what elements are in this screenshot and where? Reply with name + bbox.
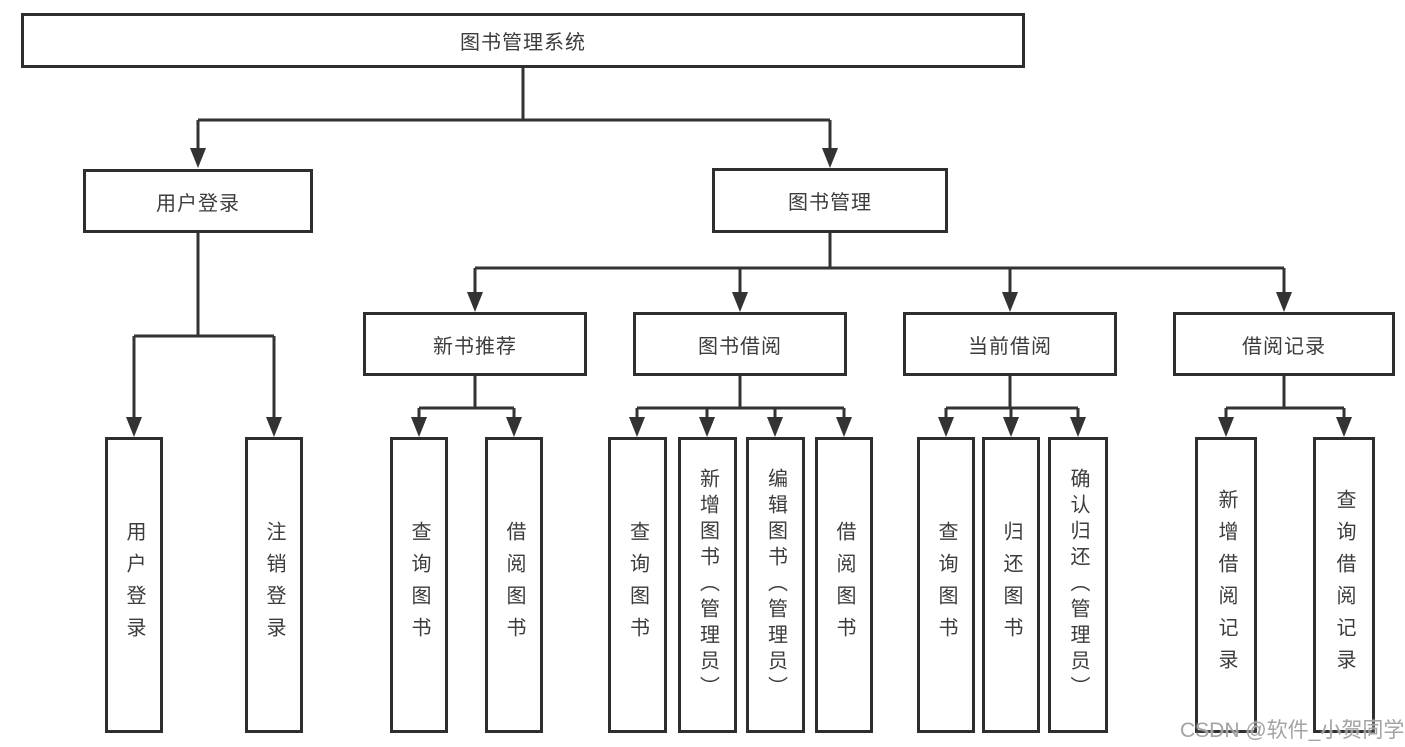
node-book-borrow: 图书借阅 [633,312,847,376]
node-current-borrow: 当前借阅 [903,312,1117,376]
leaf-recommend-query-books: 查询图书 [390,437,448,733]
leaf-current-query-books: 查询图书 [917,437,975,733]
arrowheads [126,148,1352,437]
leaf-logout: 注销登录 [245,437,303,733]
node-borrow-records: 借阅记录 [1173,312,1395,376]
leaf-user-login: 用户登录 [105,437,163,733]
leaf-records-query-record: 查询借阅记录 [1313,437,1375,733]
leaf-borrow-add-books-admin: 新增图书（管理员） [678,437,737,733]
node-new-book-recommend: 新书推荐 [363,312,587,376]
leaf-records-add-record: 新增借阅记录 [1195,437,1257,733]
leaf-borrow-query-books: 查询图书 [608,437,667,733]
branch-book-management: 图书管理 [712,168,948,233]
root-node-library-management-system: 图书管理系统 [21,13,1025,68]
leaf-borrow-borrow-books: 借阅图书 [815,437,873,733]
leaf-recommend-borrow-books: 借阅图书 [485,437,543,733]
csdn-watermark: CSDN @软件_小贺同学 [1180,719,1405,742]
branch-user-login: 用户登录 [83,169,313,233]
leaf-current-confirm-return-admin: 确认归还（管理员） [1048,437,1108,733]
leaf-current-return-books: 归还图书 [982,437,1040,733]
leaf-borrow-edit-books-admin: 编辑图书（管理员） [746,437,805,733]
